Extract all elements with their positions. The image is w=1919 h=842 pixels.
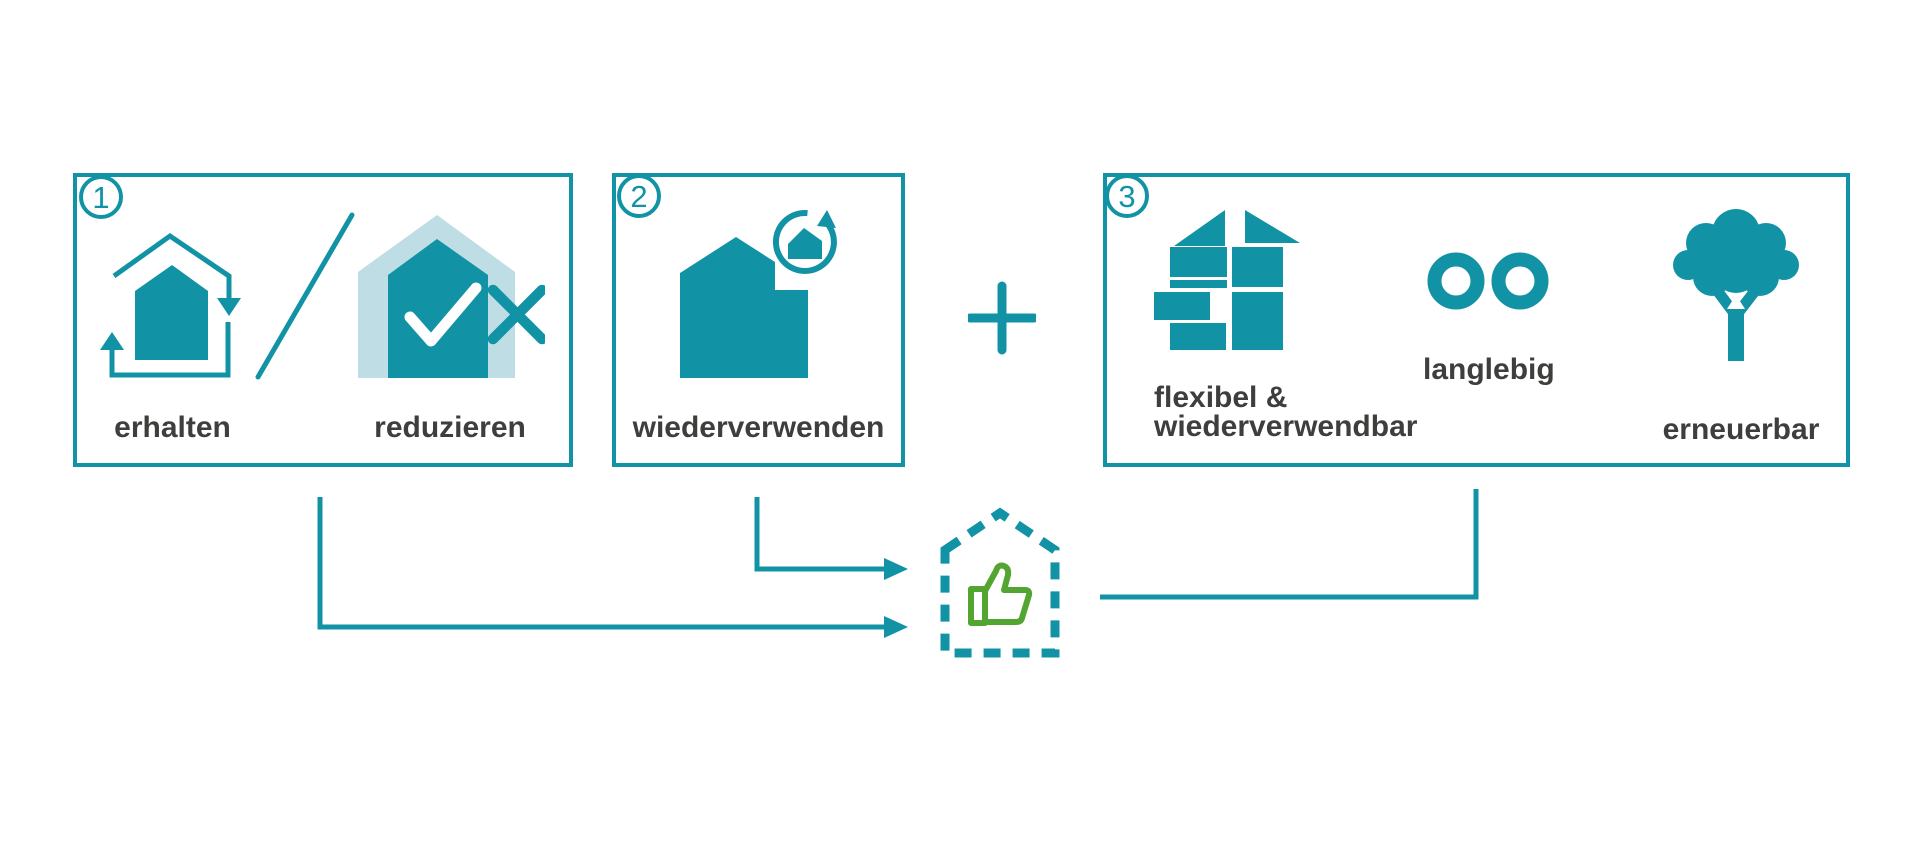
right-lower-block [1232,292,1283,350]
box-wiederverwenden: 2 wiederverwenden [612,173,905,467]
label-erneuerbar: erneuerbar [1662,413,1820,446]
step-1-number: 1 [92,179,110,215]
tree-canopy [1673,209,1799,296]
label-langlebig: langlebig [1423,353,1555,386]
arrow-from-box2 [754,497,886,572]
step-2-number: 2 [630,178,648,214]
house-notched-body [680,237,808,378]
infinity-icon [1427,252,1549,310]
refresh-arrow-head [817,210,836,228]
slash-line [255,212,355,380]
label-flexibel-line1: flexibel & [1154,381,1288,414]
tree-trunk [1728,303,1744,361]
roof-right-block [1245,210,1300,243]
label-flexibel-line2: wiederverwendbar [1154,410,1418,443]
cycle-bottom-outline [109,322,231,378]
x-mark [487,284,545,345]
check-mark [404,282,482,347]
label-erhalten: erhalten [114,411,231,444]
house-chunk [788,228,822,259]
thumbs-up-shape [968,562,1033,626]
arrow-up-head [100,332,124,350]
step-3-badge: 3 [1105,174,1149,218]
arrow-down-head [217,298,241,316]
offset-block [1154,292,1210,320]
house-inner-dark [388,239,488,378]
step-1-badge: 1 [79,175,123,219]
house-cycle-icon [100,232,241,378]
house-reuse-icon [680,210,837,378]
dashed-house-icon [940,507,1060,658]
thin-block [1170,280,1227,288]
infinity-right-loop [1491,252,1549,310]
slash-divider [255,212,355,380]
dashed-house-outline [940,507,1060,658]
label-reduzieren: reduzieren [374,411,526,444]
right-upper-block [1232,247,1283,287]
plus-strokes [968,281,1036,355]
label-wiederverwenden: wiederverwenden [632,411,885,444]
thumbs-up-icon [968,562,1033,626]
infinity-left-loop [1427,252,1485,310]
cycle-roof-outline [112,232,232,300]
building-blocks-icon [1154,210,1300,350]
step-2-badge: 2 [617,174,661,218]
box-materials: 3 [1103,173,1850,467]
step-3-number: 3 [1118,178,1136,214]
box-erhalten-reduzieren: 1 erhalten reduzieren [73,173,573,467]
wall-block [1170,247,1227,277]
house-body [135,265,208,360]
tree-icon [1673,209,1799,361]
line-from-box3 [1100,489,1479,600]
arrow-from-box2-head [884,558,908,580]
arrow-from-box1-head [884,616,908,638]
arrow-from-box1 [317,497,886,630]
roof-left-block [1174,210,1225,246]
plus-icon [968,281,1036,355]
base-left-block [1170,323,1226,350]
label-flexibel: flexibel & wiederverwendbar [1154,381,1418,443]
refresh-arc [772,210,837,274]
house-check-x-icon [358,215,545,378]
trunk-fork-notch [1727,295,1745,309]
